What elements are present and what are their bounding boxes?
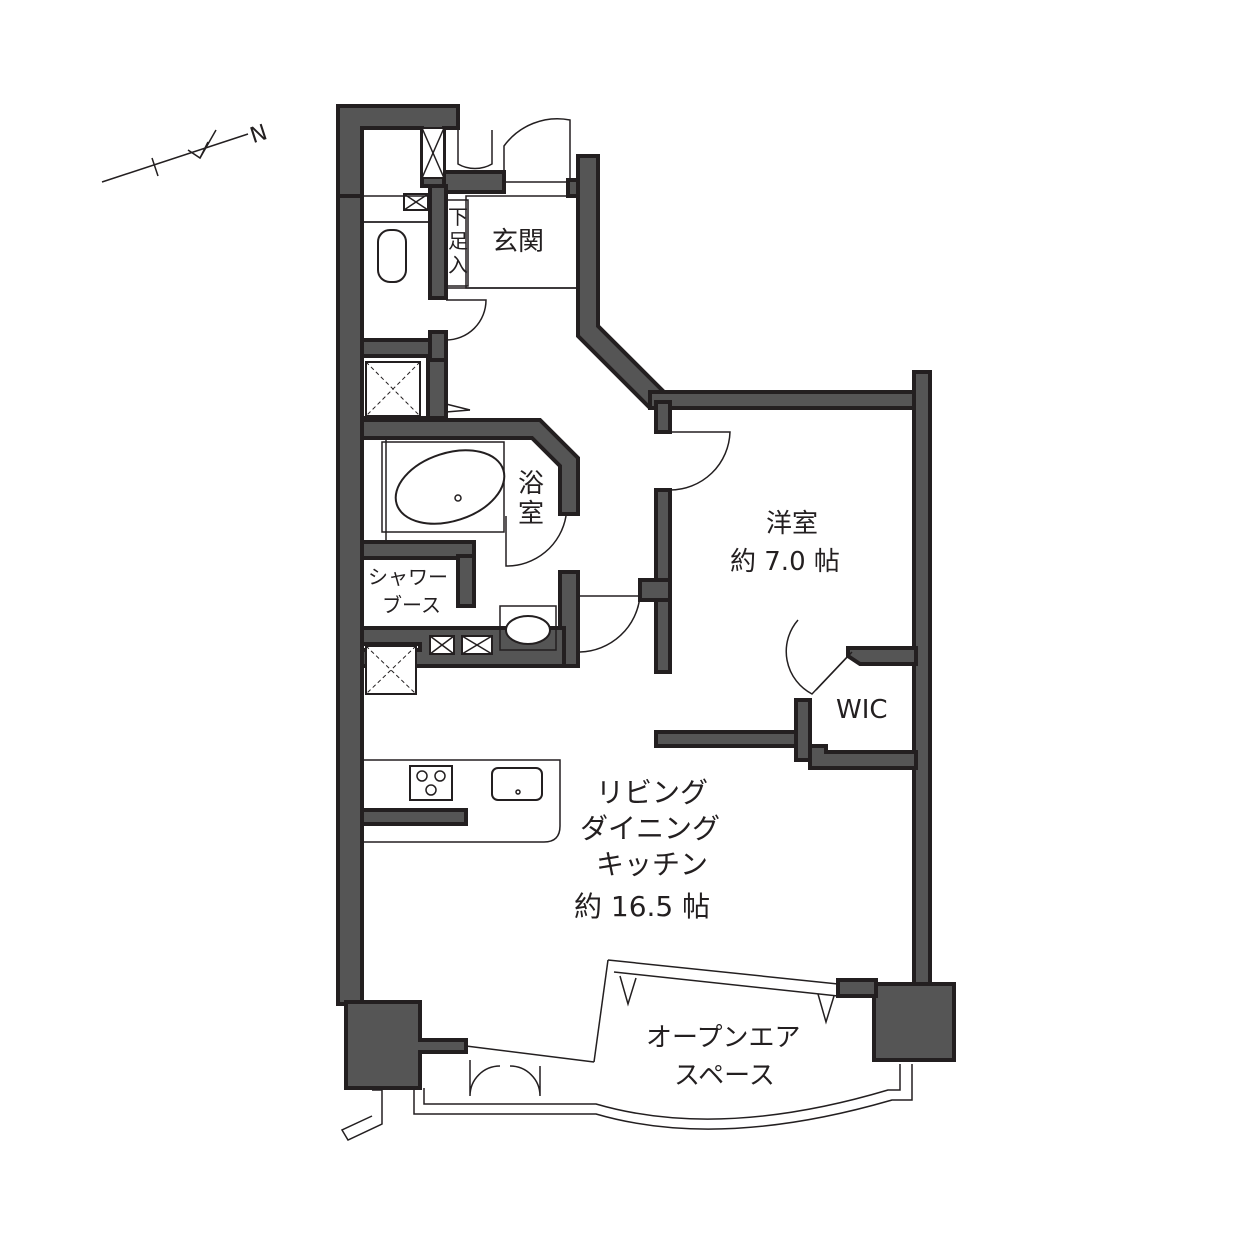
- north-arrow-icon: N: [101, 120, 271, 183]
- ldk-label-2: ダイニング: [580, 812, 720, 845]
- room-labels: 玄関 下 足 入 浴 室 シャワー ブース 洋室 約 7.0 帖 WIC リビン…: [368, 205, 888, 1091]
- kitchen-sink-icon: [491, 767, 543, 801]
- open-air-label-1: オープンエア: [646, 1023, 800, 1053]
- bathtub-icon: [394, 449, 506, 525]
- ldk-size: 約 16.5 帖: [574, 890, 710, 923]
- entrance-label: 玄関: [492, 227, 544, 257]
- outer-walls: [336, 104, 956, 1090]
- western-room-name: 洋室: [766, 509, 818, 539]
- bath-label-2: 室: [518, 499, 544, 529]
- western-room-size: 約 7.0 帖: [730, 547, 840, 577]
- shoe-box-label-1: 下: [448, 205, 468, 229]
- ldk-label-1: リビング: [596, 776, 708, 809]
- shower-label-1: シャワー: [368, 565, 448, 589]
- fixtures: [361, 195, 579, 843]
- open-air-label-2: スペース: [674, 1061, 775, 1091]
- north-label: N: [247, 120, 270, 149]
- shower-label-2: ブース: [382, 593, 441, 617]
- toilet-icon: [377, 229, 407, 283]
- shoe-box-label-3: 入: [448, 253, 468, 277]
- doors: [445, 118, 853, 1097]
- balcony-outline: [340, 1064, 913, 1141]
- sink-icon: [505, 615, 551, 645]
- duct-boxes: [365, 127, 493, 695]
- wic-label: WIC: [836, 695, 888, 725]
- bath-label-1: 浴: [518, 469, 544, 499]
- ldk-label-3: キッチン: [596, 848, 708, 881]
- shoe-box-label-2: 足: [448, 229, 468, 253]
